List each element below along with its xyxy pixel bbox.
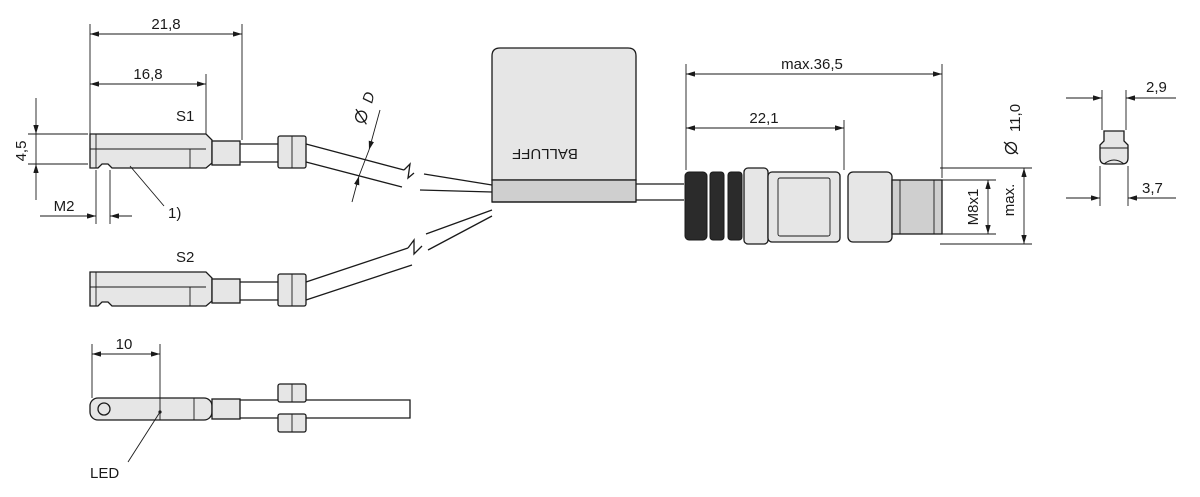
diameter-icon-2	[1003, 141, 1019, 155]
dim-label-m2: M2	[54, 198, 75, 215]
dim-2-9: 2,9	[1066, 79, 1176, 130]
diameter-icon	[355, 108, 368, 125]
dim-max-36-5: max.36,5	[685, 56, 943, 178]
label-s2: S2	[176, 249, 194, 266]
dim-label-max: max.	[1001, 184, 1018, 217]
dim-label-3-7: 3,7	[1142, 180, 1163, 197]
dim-label-diam-d: D	[359, 90, 378, 105]
dim-m8x1: M8x1	[942, 179, 996, 235]
dim-16-8: 16,8	[90, 66, 207, 134]
brand-label: BALLUFF	[512, 145, 578, 162]
dim-max-11-0: max. 11,0	[940, 104, 1032, 245]
dim-label-22-1: 22,1	[749, 110, 778, 127]
dim-10: 10	[91, 336, 161, 398]
led-leader: LED	[90, 410, 162, 482]
dim-label-11-0: 11,0	[1007, 104, 1024, 132]
dim-label-16-8: 16,8	[133, 66, 162, 83]
dim-diameter-d: D	[351, 90, 381, 203]
m8-connector	[684, 167, 943, 245]
note-1-label: 1)	[168, 205, 181, 222]
sensor-end-view	[1099, 130, 1129, 165]
dim-label-10: 10	[116, 336, 133, 353]
dim-22-1: 22,1	[686, 110, 845, 170]
sensor-side-view	[89, 383, 411, 433]
sensor-s1	[89, 133, 493, 193]
sensor-s2	[89, 209, 493, 307]
dim-label-4-5: 4,5	[13, 141, 30, 162]
label-s1: S1	[176, 108, 194, 125]
dim-label-2-9: 2,9	[1146, 79, 1167, 96]
dim-label-max36-5: max.36,5	[781, 56, 843, 73]
dim-3-7: 3,7	[1066, 166, 1176, 206]
dim-label-m8x1: M8x1	[965, 189, 982, 226]
dim-m2: M2	[40, 170, 132, 224]
dim-4-5: 4,5	[13, 98, 88, 200]
dim-label-21-8: 21,8	[151, 16, 180, 33]
led-label: LED	[90, 465, 119, 482]
dim-21-8: 21,8	[89, 16, 243, 140]
splitter-block: BALLUFF	[491, 47, 684, 203]
note-1-leader: 1)	[129, 165, 181, 222]
